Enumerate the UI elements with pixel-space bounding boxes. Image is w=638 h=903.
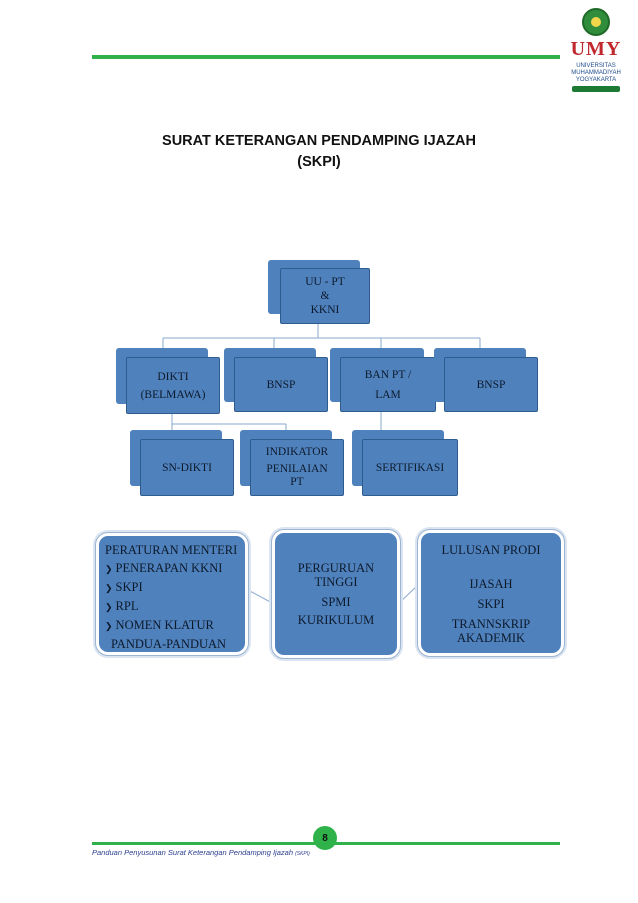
logo-ribbon xyxy=(572,86,620,92)
footer-caption: Panduan Penyusunan Surat Keterangan Pend… xyxy=(92,848,310,857)
node-label: (BELMAWA) xyxy=(140,388,206,401)
node-label: & xyxy=(320,290,330,302)
box-line: TRANNSKRIP xyxy=(451,617,531,631)
node-label: DIKTI xyxy=(157,370,189,383)
logo-sub-2: MUHAMMADIYAH xyxy=(571,70,621,76)
node-label: SERTIFIKASI xyxy=(375,461,445,474)
arrow-bullet-icon: ❯ xyxy=(105,621,113,631)
page-subtitle: (SKPI) xyxy=(297,154,341,170)
node-label: KKNI xyxy=(310,304,340,316)
footer-title: Panduan Penyusunan Surat Keterangan Pend… xyxy=(92,848,293,857)
list-item: RPL xyxy=(115,599,139,613)
box-line: SKPI xyxy=(477,597,505,611)
box-line: KURIKULUM xyxy=(297,613,375,627)
arrow-bullet-icon: ❯ xyxy=(105,602,113,612)
university-logo: UMY UNIVERSITAS MUHAMMADIYAH YOGYAKARTA xyxy=(560,8,632,94)
logo-sub-3: YOGYAKARTA xyxy=(575,77,617,83)
node-label: BNSP xyxy=(266,378,296,391)
box-peraturan-menteri: PERATURAN MENTERI ❯PENERAPAN KKNI ❯SKPI … xyxy=(95,532,249,656)
logo-sub-1: UNIVERSITAS xyxy=(576,63,616,69)
box-line: AKADEMIK xyxy=(456,631,526,645)
node-label: BNSP xyxy=(476,378,506,391)
box-line: PERGURUAN xyxy=(297,561,375,575)
node-sertifikasi: SERTIFIKASI xyxy=(352,430,458,496)
node-label: BAN PT / xyxy=(364,368,412,381)
seal-icon xyxy=(582,8,610,36)
box-line: IJASAH xyxy=(469,577,513,591)
arrow-bullet-icon: ❯ xyxy=(105,564,113,574)
list-item: NOMEN KLATUR xyxy=(115,618,214,632)
node-bnsp-1: BNSP xyxy=(224,348,328,412)
node-label: INDIKATOR xyxy=(265,446,329,458)
footer-rule xyxy=(92,842,560,845)
node-label: PENILAIAN xyxy=(266,463,328,475)
header-rule xyxy=(92,55,560,59)
node-uu-pt-kkni: UU - PT & KKNI xyxy=(268,260,376,324)
list-item: SKPI xyxy=(115,580,143,594)
list-item: PENERAPAN KKNI xyxy=(115,561,223,575)
box-line: SPMI xyxy=(321,595,351,609)
node-label: LAM xyxy=(375,388,401,401)
box-line: TINGGI xyxy=(314,575,358,589)
page-number-badge: 8 xyxy=(313,826,337,850)
box-footer: PANDUA-PANDUAN xyxy=(111,637,227,651)
node-sn-dikti: SN-DIKTI xyxy=(130,430,234,496)
node-bnsp-2: BNSP xyxy=(434,348,538,412)
node-label: SN-DIKTI xyxy=(162,461,212,474)
box-perguruan-tinggi: PERGURUAN TINGGI SPMI KURIKULUM xyxy=(271,529,401,659)
node-indikator-penilaian-pt: INDIKATOR PENILAIAN PT xyxy=(240,430,344,496)
node-ban-pt-lam: BAN PT / LAM xyxy=(330,348,436,412)
arrow-bullet-icon: ❯ xyxy=(105,583,113,593)
node-dikti-belmawa: DIKTI (BELMAWA) xyxy=(116,348,220,414)
page-title: SURAT KETERANGAN PENDAMPING IJAZAH xyxy=(162,133,476,149)
box-heading: PERATURAN MENTERI xyxy=(105,543,238,557)
node-label: UU - PT xyxy=(305,276,345,288)
logo-text: UMY xyxy=(570,38,622,60)
box-lulusan-prodi: LULUSAN PRODI IJASAH SKPI TRANNSKRIP AKA… xyxy=(417,529,565,657)
box-line: LULUSAN PRODI xyxy=(441,543,541,557)
node-label: PT xyxy=(290,476,304,488)
footer-abbrev: (SKPI) xyxy=(295,851,310,857)
